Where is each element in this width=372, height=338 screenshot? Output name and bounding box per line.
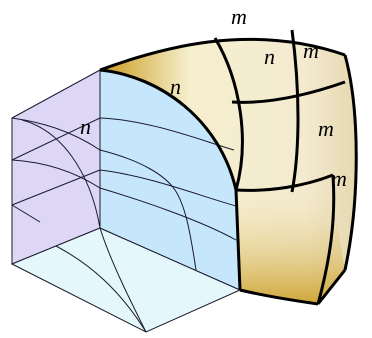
label-n-top: n	[264, 44, 275, 69]
label-m-right-lower: m	[331, 166, 347, 191]
label-m-top: m	[231, 4, 247, 29]
label-m-right: m	[318, 116, 334, 141]
label-n-left: n	[80, 114, 91, 139]
curved-surface-shadow	[236, 180, 345, 304]
label-m-mid: m	[303, 38, 319, 63]
label-n-face: n	[170, 74, 181, 99]
